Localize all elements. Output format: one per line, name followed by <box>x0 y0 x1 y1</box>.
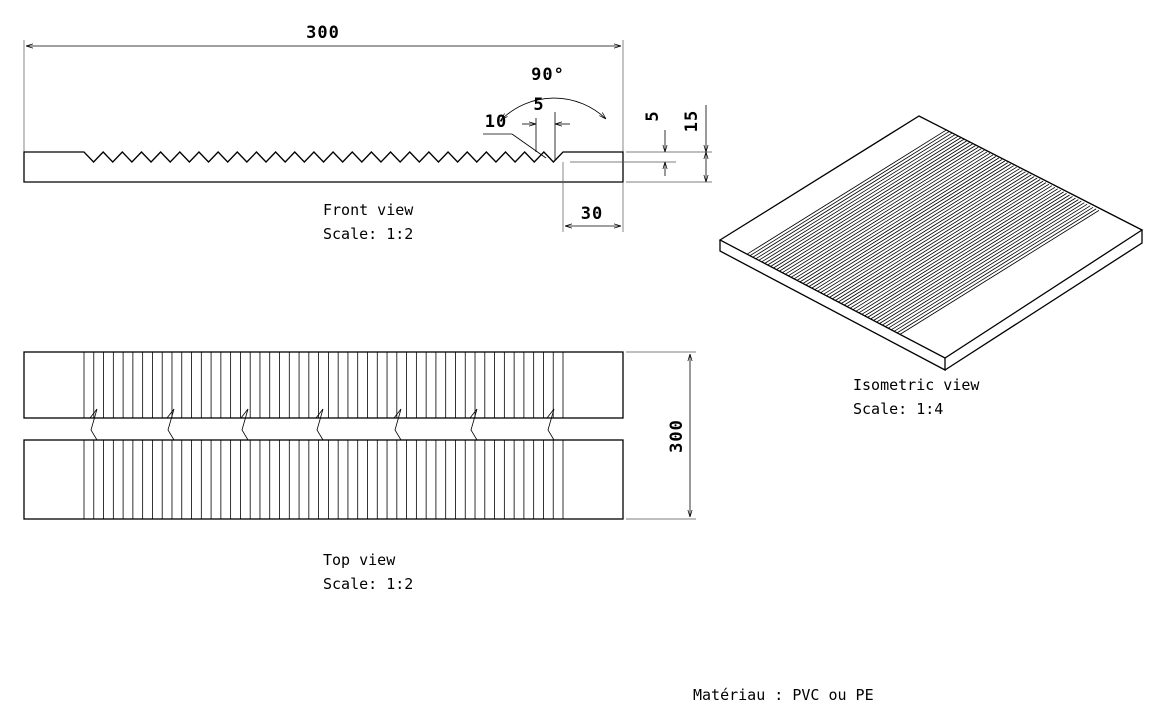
iso-groove-line <box>761 137 961 263</box>
iso-groove-line <box>758 135 959 261</box>
front-view: 300 90° 10 5 5 15 30 Front view <box>23 23 712 243</box>
pitch-flank-line <box>511 133 547 159</box>
iso-groove-line <box>787 151 988 277</box>
top-view-caption: Top view <box>323 551 396 569</box>
iso-groove-line <box>790 152 991 278</box>
iso-groove-line <box>785 149 985 275</box>
iso-groove-line <box>752 132 953 258</box>
iso-groove-line <box>764 139 964 264</box>
iso-groove-line <box>867 193 1067 318</box>
iso-front-right-face <box>944 230 1143 371</box>
top-view-groove-lines <box>83 352 564 519</box>
iso-groove-line <box>808 162 1009 287</box>
top-view: 300 Top view Scale: 1:2 <box>23 351 696 593</box>
top-view-lower-block <box>23 439 624 520</box>
iso-groove-line <box>873 196 1073 321</box>
iso-groove-line <box>855 186 1056 312</box>
iso-groove-line <box>814 165 1014 291</box>
iso-view-scale: Scale: 1:4 <box>853 400 943 418</box>
dim-pitch: 10 <box>485 112 507 132</box>
top-view-break-marks <box>89 408 555 441</box>
iso-groove-line <box>843 180 1044 306</box>
iso-groove-line <box>876 197 1076 323</box>
front-view-scale: Scale: 1:2 <box>323 225 413 243</box>
dim-angle: 90° <box>531 65 565 85</box>
dim-thickness: 15 <box>682 110 702 132</box>
iso-groove-line <box>817 166 1017 292</box>
iso-groove-line <box>755 134 956 260</box>
iso-groove-line <box>858 188 1059 314</box>
iso-groove-line <box>864 191 1064 317</box>
angle-arc <box>501 97 606 120</box>
iso-groove-line <box>796 156 997 281</box>
iso-groove-line <box>832 174 1032 300</box>
iso-groove-line <box>870 194 1070 320</box>
iso-groove-line <box>826 171 1026 297</box>
iso-groove-line <box>896 208 1097 334</box>
iso-groove-line <box>837 177 1038 303</box>
dim-overall-length: 300 <box>306 23 340 43</box>
dim-top-width: 300 <box>667 419 687 453</box>
iso-groove-line <box>885 202 1085 328</box>
dim-groove-depth: 5 <box>643 110 663 121</box>
iso-groove-line <box>823 169 1023 295</box>
iso-groove-line <box>861 189 1062 315</box>
iso-groove-line <box>849 183 1050 309</box>
iso-groove-line <box>767 140 967 266</box>
iso-groove-line <box>793 154 994 280</box>
iso-groove-line <box>805 160 1006 286</box>
iso-groove-line <box>776 145 976 270</box>
front-view-profile <box>23 151 624 183</box>
break-mark <box>240 408 249 441</box>
material-note: Matériau : PVC ou PE <box>693 686 874 704</box>
iso-groove-line <box>820 168 1020 294</box>
break-mark <box>469 408 478 441</box>
iso-groove-line <box>835 176 1035 301</box>
iso-groove-line <box>879 199 1079 324</box>
iso-groove-line <box>770 142 970 267</box>
iso-groove-line <box>779 146 979 272</box>
break-mark <box>166 408 175 441</box>
iso-groove-line <box>829 173 1029 298</box>
dim-half-pitch: 5 <box>533 95 544 115</box>
top-view-scale: Scale: 1:2 <box>323 575 413 593</box>
iso-groove-line <box>887 203 1088 329</box>
top-view-upper-block <box>23 351 624 419</box>
dim-flat-end: 30 <box>581 204 603 224</box>
break-mark <box>89 408 98 441</box>
iso-view-caption: Isometric view <box>853 376 980 394</box>
iso-groove-line <box>746 129 947 255</box>
iso-groove-line <box>799 157 1000 283</box>
iso-groove-line <box>749 131 950 257</box>
iso-groove-line <box>893 206 1094 332</box>
iso-groove-line <box>852 185 1053 311</box>
iso-groove-lines <box>746 129 1100 335</box>
iso-groove-line <box>802 159 1003 284</box>
iso-groove-line <box>890 205 1091 331</box>
iso-groove-line <box>773 143 973 269</box>
iso-groove-line <box>882 200 1082 326</box>
iso-groove-line <box>782 148 982 274</box>
break-mark <box>393 408 402 441</box>
iso-front-left-face <box>719 240 946 372</box>
iso-groove-line <box>840 179 1041 304</box>
break-mark <box>315 408 324 441</box>
iso-groove-line <box>846 182 1047 307</box>
iso-groove-line <box>811 163 1011 289</box>
iso-groove-line <box>899 210 1100 335</box>
front-view-caption: Front view <box>323 201 414 219</box>
break-mark <box>546 408 555 441</box>
isometric-view: Isometric view Scale: 1:4 <box>718 115 1144 418</box>
